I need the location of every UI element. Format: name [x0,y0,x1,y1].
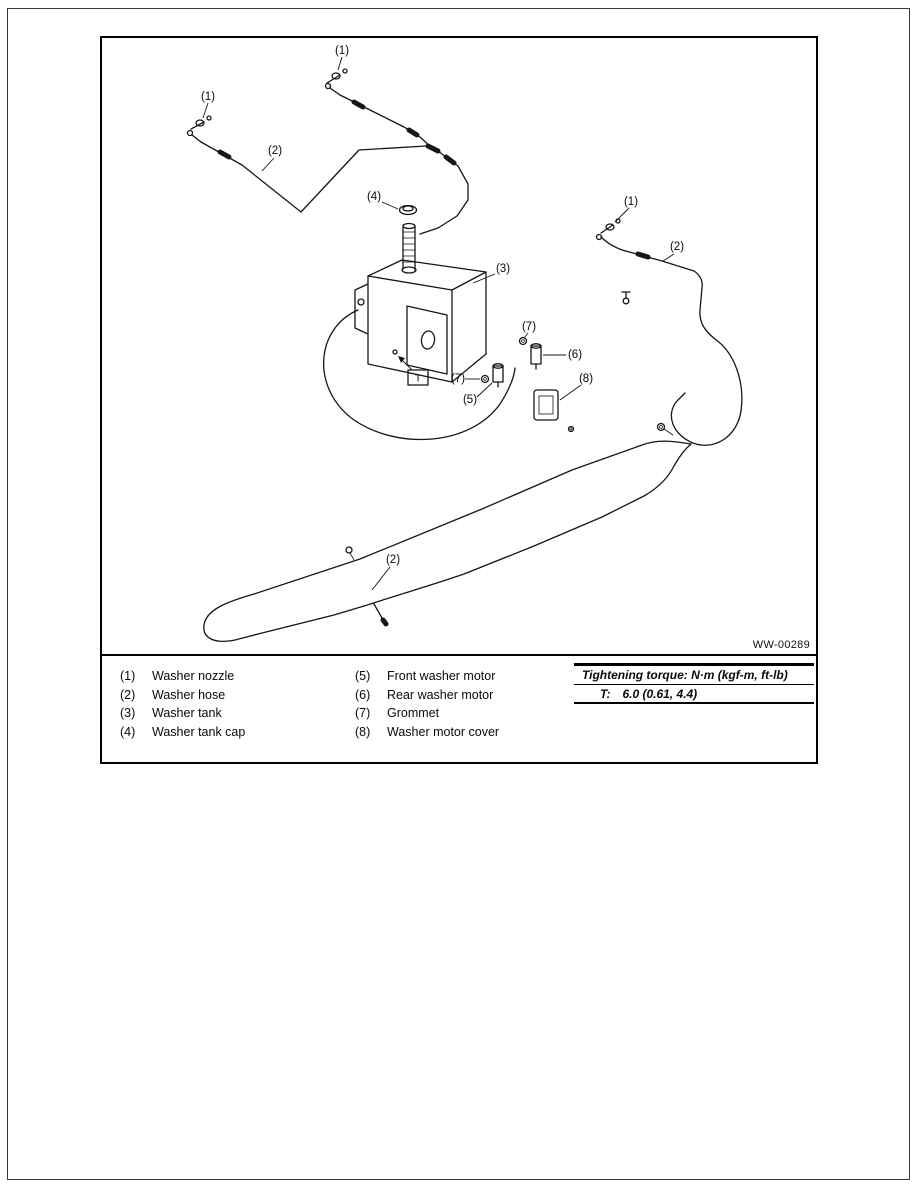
torque-note: Tightening torque: N·m (kgf-m, ft-lb) T:… [574,663,814,704]
callout-1: (1) [335,45,349,57]
grommet [480,374,490,384]
tank-label-sticker [420,330,436,350]
legend-item-number: (4) [120,724,136,739]
front-washer-motor [492,363,504,388]
legend-item-number: (8) [355,724,371,739]
leader-line [662,253,675,262]
legend-item-label: Front washer motor [387,669,496,684]
legend-column-right: (5) Front washer motor (6) Rear washer m… [355,667,499,741]
page-border [7,8,910,1180]
torque-marker: T [415,374,421,385]
torque-marker-box: T [392,349,429,386]
leader-line [202,102,209,119]
legend-item: (3) Washer tank [120,704,245,723]
legend-item: (2) Washer hose [120,686,245,705]
legend-item-label: Grommet [387,706,440,721]
legend-item: (8) Washer motor cover [355,723,499,742]
leader-line [371,566,391,591]
torque-note-value: T: 6.0 (0.61, 4.4) [574,685,814,704]
torque-value: 6.0 (0.61, 4.4) [622,686,698,701]
callout-4: (4) [367,191,381,203]
callout-7: (7) [451,373,465,385]
torque-note-title: Tightening torque: N·m (kgf-m, ft-lb) [574,666,814,685]
mount-bolt [392,349,398,355]
washer-hose-feed [419,150,469,235]
legend-item-number: (7) [355,706,371,721]
diagram-code: WW-00289 [752,639,810,651]
washer-motor-cover [533,389,575,433]
washer-system-diagram: (1) (1) ( [102,38,816,656]
washer-nozzle-front-right [324,68,348,96]
leader-line [559,384,582,401]
legend-item: (5) Front washer motor [355,667,499,686]
legend-column-left: (1) Washer nozzle (2) Washer hose (3) Wa… [120,667,245,741]
legend-item-number: (2) [120,687,136,702]
figure-frame: (1) (1) ( [100,36,818,764]
callout-7: (7) [522,321,536,333]
legend-item-number: (1) [120,669,136,684]
legend-item: (7) Grommet [355,704,499,723]
legend-item-label: Washer nozzle [152,669,235,684]
torque-title-text: Tightening torque: N·m (kgf-m, ft-lb) [582,668,788,682]
rear-washer-motor [530,343,542,370]
washer-tank [354,259,487,383]
leader-line [614,207,630,223]
callout-2: (2) [670,241,684,253]
torque-arrowhead [398,356,405,363]
hose-clip [621,291,631,305]
grommet [518,336,528,346]
legend-item: (6) Rear washer motor [355,686,499,705]
legend-item-label: Washer motor cover [387,724,500,739]
washer-hose-long-run [203,440,692,642]
leader-line [261,157,275,172]
legend-item-number: (3) [120,706,136,721]
torque-symbol: T: [600,686,611,701]
legend-item: (4) Washer tank cap [120,723,245,742]
washer-hose-front-right [339,94,441,154]
washer-nozzle-rear [595,218,621,241]
washer-hose-front-left [200,141,427,213]
legend-item-label: Washer tank [152,706,222,721]
hose-clip [656,422,674,436]
leader-line [476,382,493,398]
leader-line [337,56,343,71]
callout-6: (6) [568,349,582,361]
diagram-canvas: (1) (1) ( [186,45,743,642]
callout-3: (3) [496,263,510,275]
leader-line [472,273,496,284]
callout-8: (8) [579,373,593,385]
washer-tank-cap [398,204,418,216]
callout-1: (1) [624,196,638,208]
hose-clip [345,546,355,561]
washer-nozzle-front-left [186,115,212,143]
callout-5: (5) [463,394,477,406]
legend-item-label: Washer hose [152,687,226,702]
leader-line [523,332,529,339]
filler-neck [402,222,416,271]
legend-item-label: Rear washer motor [387,687,494,702]
callout-2: (2) [386,554,400,566]
washer-hose-tank-loop [323,309,516,441]
legend-item-number: (6) [355,687,371,702]
washer-hose-rear [600,236,743,446]
legend-item-number: (5) [355,669,371,684]
callout-2: (2) [268,145,282,157]
legend-item: (1) Washer nozzle [120,667,245,686]
callout-1: (1) [201,91,215,103]
parts-legend: (1) Washer nozzle (2) Washer hose (3) Wa… [102,658,816,762]
leader-line [381,201,399,210]
legend-item-label: Washer tank cap [152,724,246,739]
